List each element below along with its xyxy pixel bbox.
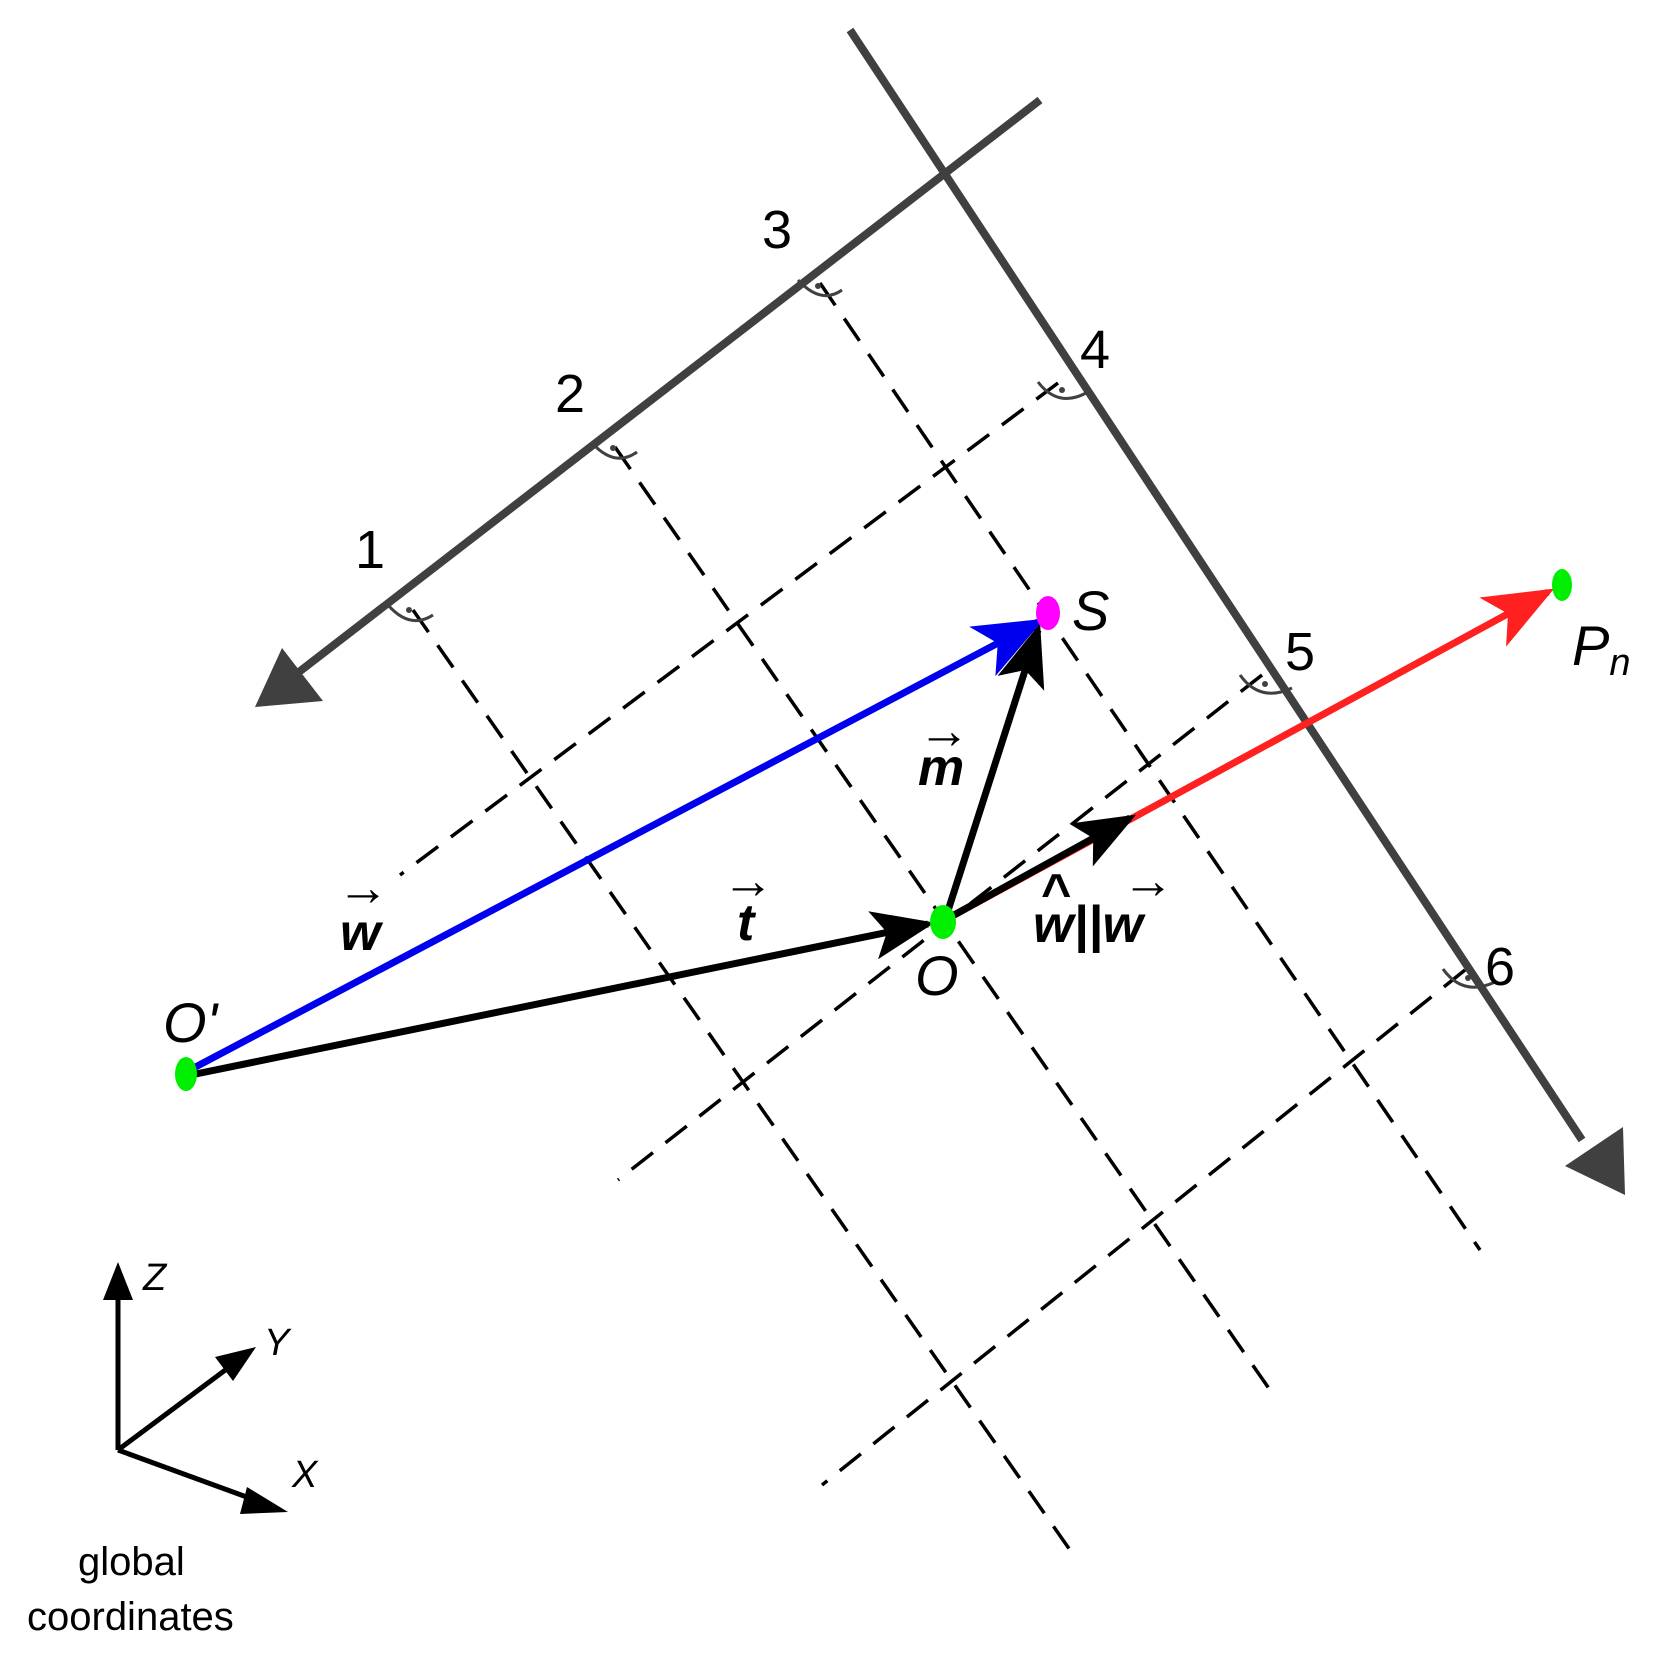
tick-label-6: 6 — [1485, 937, 1515, 997]
point-label-o: O — [915, 944, 959, 1007]
points — [175, 569, 1572, 1091]
right-angle-icon — [1036, 381, 1087, 400]
hat-over-w: ^ — [1040, 864, 1071, 922]
point-o-prime — [175, 1057, 197, 1091]
vector-label-m: → m — [918, 702, 970, 797]
axis-b-line — [846, 27, 1586, 1143]
vector-w-hat — [943, 814, 1137, 924]
tick-label-1: 1 — [355, 520, 385, 580]
axis-b — [846, 27, 1625, 1195]
point-label-s: S — [1072, 579, 1109, 642]
point-s — [1036, 596, 1060, 630]
tick-label-5: 5 — [1285, 622, 1315, 682]
tick-label-3: 3 — [762, 200, 792, 260]
right-angle-icon — [796, 278, 843, 298]
right-angle-icon — [1441, 968, 1496, 989]
grid-lines-b — [398, 381, 1467, 1487]
vector-m — [941, 623, 1045, 922]
arrow-over-m: → — [918, 702, 970, 760]
triangle-arrowhead-icon — [1565, 1127, 1625, 1195]
global-axis-y-label: Y — [264, 1322, 292, 1364]
grid-line-tick-1 — [411, 608, 1072, 1552]
triangle-arrowhead-icon — [240, 1487, 288, 1514]
vector-label-w-hat-parallel-w: ^ → w||w — [1033, 852, 1174, 954]
point-label-pn: Pn — [1572, 614, 1631, 684]
caption-line-2: coordinates — [27, 1595, 234, 1639]
global-axis-z-label: Z — [142, 1257, 168, 1299]
global-axes: Z Y X global coordinates — [27, 1257, 319, 1639]
point-pn — [1552, 569, 1572, 601]
right-angle-icon — [590, 441, 638, 460]
arrow-over-w-second: → — [1122, 852, 1174, 910]
global-axis-x-label: X — [291, 1454, 319, 1496]
right-angle-markers — [386, 278, 1496, 989]
vector-w — [184, 618, 1045, 1076]
axis-a-line — [292, 96, 1043, 679]
tick-label-4: 4 — [1080, 320, 1110, 380]
vector-label-w: → w — [337, 859, 389, 962]
axis-tick-labels: 1 2 3 4 5 6 — [355, 200, 1515, 997]
vector-labels: → w → t → m ^ → w||w — [337, 702, 1174, 962]
triangle-arrowhead-icon — [215, 1347, 256, 1381]
tick-label-2: 2 — [555, 364, 585, 424]
global-axis-y — [116, 1365, 230, 1453]
point-label-o-prime: O' — [163, 991, 220, 1054]
caption-line-1: global — [78, 1540, 185, 1584]
grid-line-tick-6 — [820, 968, 1467, 1487]
grid-line-tick-3 — [818, 282, 1482, 1251]
label-m: m — [918, 739, 964, 797]
label-w-hat-parallel-w: w||w — [1033, 896, 1147, 954]
triangle-arrowhead-icon — [255, 648, 323, 707]
vector-t — [185, 911, 935, 1080]
arrow-over-w: → — [337, 859, 389, 917]
grid-line-tick-4 — [398, 381, 1060, 877]
label-t: t — [737, 894, 757, 952]
point-labels: O' O S Pn — [163, 579, 1631, 1054]
point-o — [930, 905, 956, 939]
global-axis-x — [117, 1447, 256, 1503]
axis-a — [255, 96, 1043, 707]
label-w: w — [340, 904, 384, 962]
arrow-over-t: → — [722, 852, 774, 910]
triangle-arrowhead-icon — [103, 1262, 133, 1300]
point-label-pn-subscript: n — [1609, 642, 1630, 684]
vectors — [184, 588, 1555, 1080]
right-angle-icon — [386, 603, 434, 623]
right-angle-icon — [1238, 674, 1293, 695]
vector-label-t: → t — [722, 852, 774, 952]
